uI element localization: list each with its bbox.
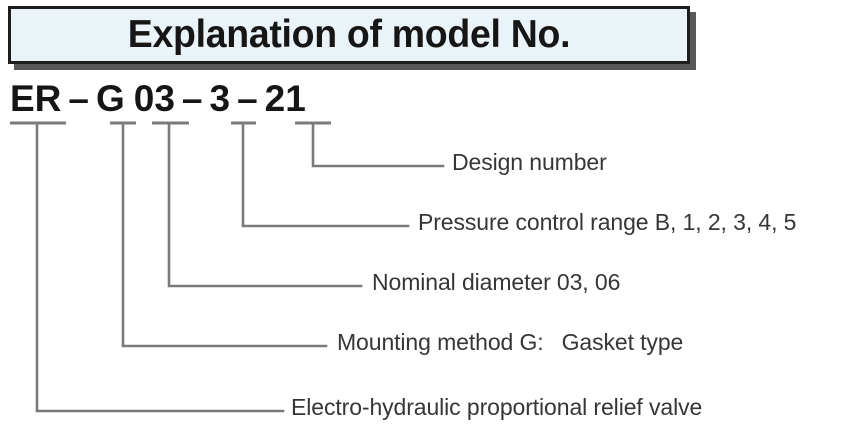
model-separator-1: – [68,78,89,119]
label-nominal-diameter: Nominal diameter 03, 06 [372,269,621,295]
label-mounting-method: Mounting method G: Gasket type [337,329,683,356]
model-segment-mounting: G [95,78,125,119]
model-segment-prefix: ER [10,78,62,119]
model-segment-pressure: 3 [209,78,231,119]
model-segment-nominal: 03 [133,78,175,119]
label-mounting-method-value: Gasket type [561,329,684,355]
title-banner: Explanation of model No. [8,6,690,64]
leader-pressure [241,122,410,228]
label-valve-type: Electro-hydraulic proportional relief va… [291,394,703,420]
leader-design [311,122,445,168]
leader-valve [35,122,285,413]
model-separator-3: – [237,78,258,119]
label-design-number: Design number [452,149,607,175]
model-separator-2: – [181,78,203,119]
page-title: Explanation of model No. [127,13,571,56]
leader-mounting [121,122,328,348]
model-segment-design: 21 [264,78,306,119]
label-mounting-method-key: Mounting method G: [337,329,544,355]
leader-nominal [167,122,363,288]
label-pressure-control-range: Pressure control range B, 1, 2, 3, 4, 5 [418,209,797,235]
